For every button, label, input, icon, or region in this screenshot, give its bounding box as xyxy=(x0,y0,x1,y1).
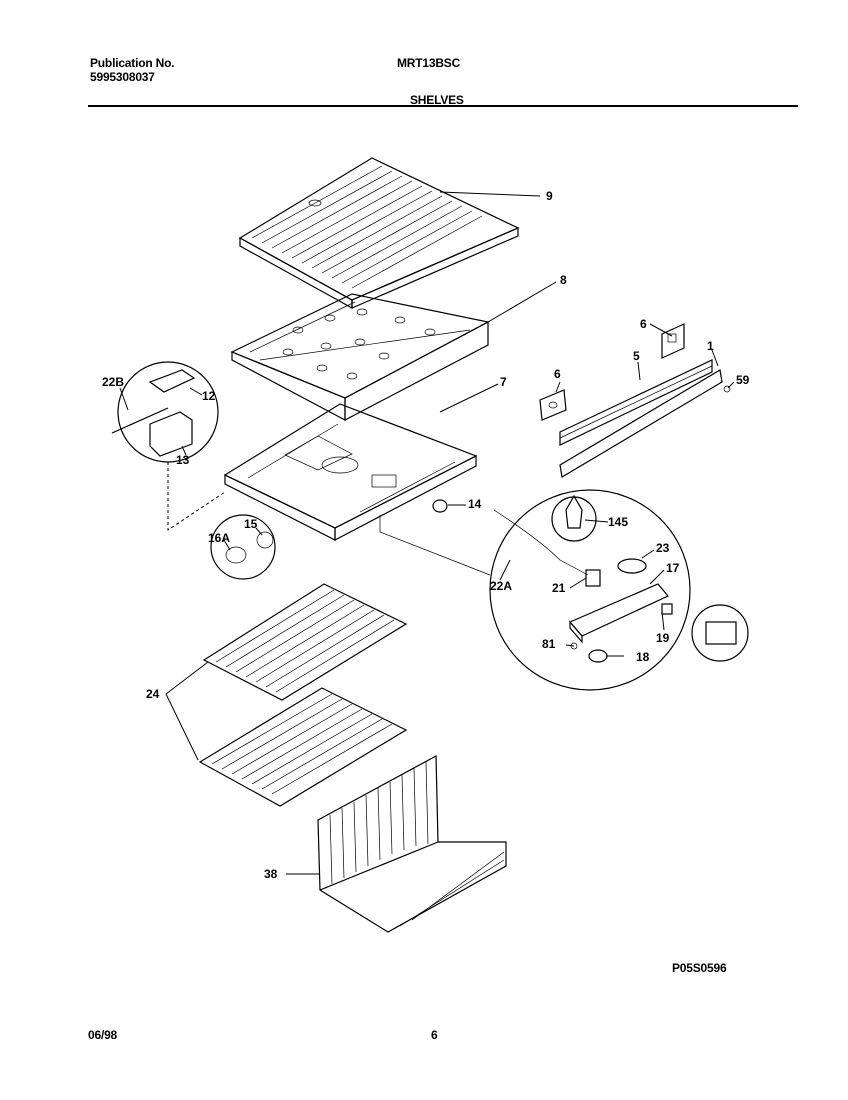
callout-145: 145 xyxy=(608,515,628,529)
callout-17: 17 xyxy=(666,561,680,575)
callout-7: 7 xyxy=(500,375,507,389)
publication-label: Publication No. xyxy=(90,56,175,70)
callout-15: 15 xyxy=(244,517,258,531)
callout-18: 18 xyxy=(636,650,650,664)
section-title: SHELVES xyxy=(410,93,464,107)
callout-6-upper: 6 xyxy=(640,317,647,331)
part-8-tray xyxy=(230,293,490,421)
footer-date: 06/98 xyxy=(88,1028,118,1042)
part-38-wire-basket xyxy=(317,755,507,933)
part-7-tray xyxy=(223,403,478,541)
callout-5: 5 xyxy=(633,349,640,363)
part-6-bracket-upper xyxy=(661,323,685,359)
detail-circle-left xyxy=(111,361,219,463)
part-59-screw xyxy=(723,385,731,393)
header-rule xyxy=(88,105,798,107)
part-14-knob xyxy=(432,499,448,513)
callouts: 9 8 7 6 6 5 1 59 22B 12 13 14 15 16A 145… xyxy=(102,189,750,881)
callout-19: 19 xyxy=(656,631,670,645)
callout-21: 21 xyxy=(552,581,566,595)
part-6-bracket-lower xyxy=(539,389,567,421)
drawing-code: P05S0596 xyxy=(672,961,727,975)
callout-12: 12 xyxy=(202,389,216,403)
part-9-shelf xyxy=(238,157,520,310)
callout-24: 24 xyxy=(146,687,160,701)
callout-59: 59 xyxy=(736,373,750,387)
part-1-rail xyxy=(559,369,723,478)
callout-81: 81 xyxy=(542,637,556,651)
callout-1: 1 xyxy=(707,339,714,353)
part-5-rail xyxy=(559,359,713,446)
callout-9: 9 xyxy=(546,189,553,203)
publication-number: 5995308037 xyxy=(90,70,155,84)
detail-circle-control xyxy=(489,489,691,691)
model-number: MRT13BSC xyxy=(397,56,461,70)
callout-22B: 22B xyxy=(102,375,124,389)
callout-14: 14 xyxy=(468,497,482,511)
detail-circle-switch xyxy=(691,604,749,662)
callout-13: 13 xyxy=(176,453,190,467)
callout-22A: 22A xyxy=(490,579,512,593)
page-number: 6 xyxy=(431,1028,438,1042)
part-24-wire-shelf-lower xyxy=(198,687,408,807)
callout-8: 8 xyxy=(560,273,567,287)
leader-lines xyxy=(119,191,735,875)
callout-16A: 16A xyxy=(208,531,230,545)
callout-38: 38 xyxy=(264,867,278,881)
part-24-wire-shelf-upper xyxy=(202,583,408,701)
detail-circle-bulb xyxy=(210,514,276,580)
callout-23: 23 xyxy=(656,541,670,555)
callout-6-lower: 6 xyxy=(554,367,561,381)
